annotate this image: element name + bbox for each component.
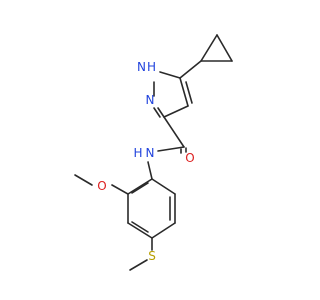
ring-nh-nitrogen: N — [137, 60, 146, 74]
methoxy-group — [74, 174, 129, 195]
ring-nh-hydrogen: H — [147, 60, 156, 74]
amide-hydrogen: H — [133, 146, 142, 160]
ring-nitrogen: N — [146, 93, 155, 107]
amide-group — [157, 116, 187, 154]
carbonyl-oxygen: O — [185, 151, 194, 165]
pyrazole-ring — [153, 60, 202, 118]
methylthio-group — [129, 237, 153, 271]
amide-nitrogen: N — [146, 146, 155, 160]
cyclopropyl-ring — [200, 34, 233, 62]
molecule-structure: N H N N H O O S — [74, 34, 233, 271]
sulfur-atom: S — [148, 249, 156, 263]
benzene-ring — [127, 161, 176, 239]
methoxy-oxygen: O — [97, 179, 106, 193]
